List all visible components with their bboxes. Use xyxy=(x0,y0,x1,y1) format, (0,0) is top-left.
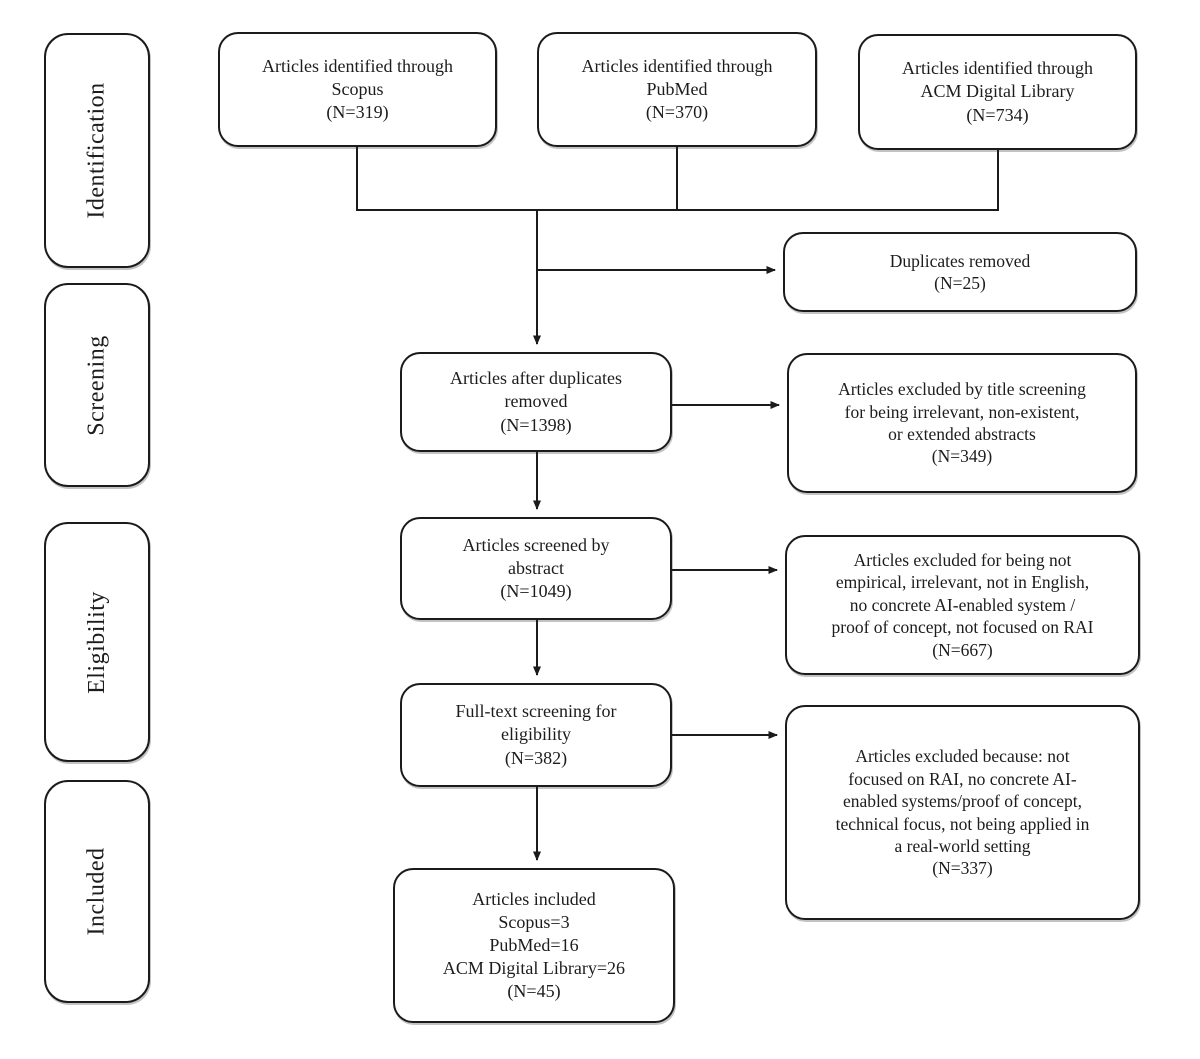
box-acm-digital-library: Articles identified through ACM Digital … xyxy=(858,34,1137,150)
stage-identification-label: Identification xyxy=(83,82,110,219)
stage-eligibility: Eligibility xyxy=(44,522,150,762)
box-fulltext-excluded-text: Articles excluded because: not focused o… xyxy=(835,746,1090,879)
stage-included-label: Included xyxy=(83,847,110,936)
box-screened-by-abstract-text: Articles screened by abstract (N=1049) xyxy=(462,534,610,602)
box-acm-text: Articles identified through ACM Digital … xyxy=(902,58,1093,125)
box-title-screening-excluded: Articles excluded by title screening for… xyxy=(787,353,1137,493)
box-fulltext-excluded: Articles excluded because: not focused o… xyxy=(785,705,1140,920)
box-screened-by-abstract: Articles screened by abstract (N=1049) xyxy=(400,517,672,620)
box-duplicates-removed: Duplicates removed (N=25) xyxy=(783,232,1137,312)
box-fulltext-screening-text: Full-text screening for eligibility (N=3… xyxy=(455,701,617,768)
stage-included: Included xyxy=(44,780,150,1003)
box-after-duplicates: Articles after duplicates removed (N=139… xyxy=(400,352,672,452)
box-pubmed: Articles identified through PubMed (N=37… xyxy=(537,32,817,147)
box-included-text: Articles included Scopus=3 PubMed=16 ACM… xyxy=(442,888,626,1002)
stage-identification: Identification xyxy=(44,33,150,268)
box-duplicates-removed-text: Duplicates removed (N=25) xyxy=(889,250,1031,293)
box-scopus-text: Articles identified through Scopus (N=31… xyxy=(262,55,453,123)
box-abstract-excluded-text: Articles excluded for being not empirica… xyxy=(831,550,1094,660)
box-fulltext-screening: Full-text screening for eligibility (N=3… xyxy=(400,683,672,787)
box-after-duplicates-text: Articles after duplicates removed (N=139… xyxy=(450,368,622,435)
box-pubmed-text: Articles identified through PubMed (N=37… xyxy=(581,55,773,123)
box-title-screening-excluded-text: Articles excluded by title screening for… xyxy=(838,379,1086,467)
stage-screening-label: Screening xyxy=(83,334,110,436)
stage-eligibility-label: Eligibility xyxy=(83,590,110,694)
box-included: Articles included Scopus=3 PubMed=16 ACM… xyxy=(393,868,675,1023)
stage-screening: Screening xyxy=(44,283,150,487)
box-scopus: Articles identified through Scopus (N=31… xyxy=(218,32,497,147)
box-abstract-excluded: Articles excluded for being not empirica… xyxy=(785,535,1140,675)
